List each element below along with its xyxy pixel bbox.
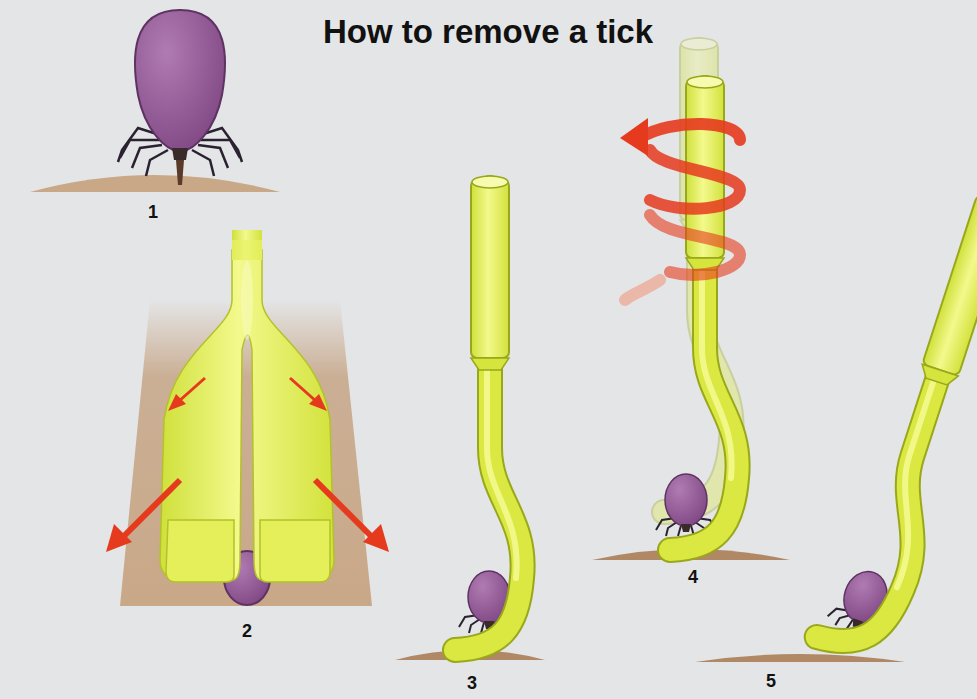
step-number: 3 (467, 673, 477, 694)
panel-2 (106, 230, 389, 606)
panel-1 (30, 10, 280, 192)
step-number: 2 (242, 621, 252, 642)
step-number: 1 (148, 202, 158, 223)
panel-5 (695, 186, 977, 662)
step-number: 5 (766, 671, 776, 692)
panel-4 (592, 38, 790, 560)
diagram-title: How to remove a tick (323, 13, 653, 51)
panel-3 (395, 176, 545, 660)
step-number: 4 (688, 567, 698, 588)
